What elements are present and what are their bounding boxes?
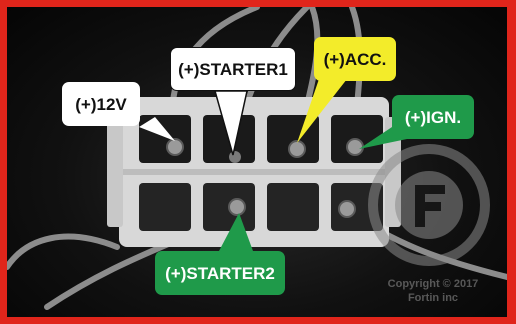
label-12v: (+)12V: [62, 82, 140, 126]
label-acc: (+)ACC.: [314, 37, 396, 81]
callout-pointer-starter2: [219, 213, 253, 251]
connector-scene: [7, 7, 507, 310]
copyright-line-2: Fortin inc: [407, 292, 459, 304]
callout-pointer-12v: [139, 117, 175, 141]
fortin-logo-watermark: [368, 144, 490, 266]
callout-pointer-acc: [297, 79, 347, 143]
connector-body: [107, 97, 401, 247]
callout-pointer-starter1: [214, 90, 248, 156]
connector-photo: (+)12V (+)STARTER1 (+)ACC. (+)IGN. (+)ST…: [7, 7, 507, 317]
label-starter2: (+)STARTER2: [155, 251, 285, 295]
copyright-watermark: Copyright © 2017 Fortin inc: [359, 277, 507, 305]
copyright-line-1: Copyright © 2017: [387, 278, 479, 290]
label-ign: (+)IGN.: [392, 95, 474, 139]
wire: [7, 233, 120, 270]
label-starter1: (+)STARTER1: [170, 47, 296, 91]
f-letter-icon: [415, 185, 445, 227]
